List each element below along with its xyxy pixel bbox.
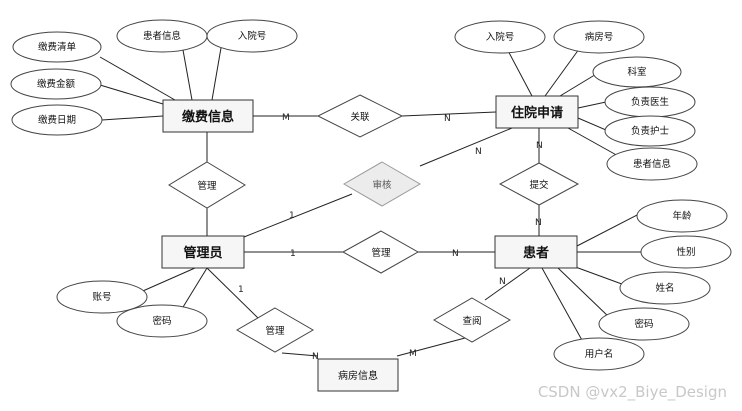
attribute-pay-patient-info-label: 患者信息 [143,30,181,42]
relationship-link-label: 关联 [350,111,370,123]
entity-admission-label: 住院申请 [511,105,563,121]
entities: 缴费信息 住院申请 管理员 患者 病房信息 [161,95,579,392]
cardinality-payment-link: M [282,113,290,123]
relationship-submit: 提交 [498,162,580,206]
patient-attributes: 年龄 性别 姓名 密码 用户名 [553,199,732,371]
attribute-pay-list-label: 缴费清单 [38,41,77,53]
attribute-pay-amount: 缴费金额 [10,68,102,100]
relationships: 关联 管理 审核 提交 管理 管理 查阅 [168,94,580,353]
attribute-pat-age: 年龄 [636,199,728,233]
cardinality-labels: M N N 1 N N 1 N 1 N M N [238,113,543,362]
attribute-pat-gender: 性别 [640,235,732,269]
attribute-admin-account-label: 账号 [92,292,111,303]
attribute-pat-age-label: 年龄 [672,210,692,222]
cardinality-admission-link: N [444,114,451,124]
attribute-pay-admit-no-label: 入院号 [238,30,267,42]
attribute-adm-admit-no: 入院号 [454,20,546,54]
relationship-link: 关联 [316,94,404,138]
attribute-pay-admit-no: 入院号 [206,19,298,53]
cardinality-patient-submit: N [535,218,542,228]
attribute-pat-name-label: 姓名 [655,282,674,294]
attribute-adm-department-label: 科室 [627,66,646,78]
cardinality-ward-query: M [409,349,417,359]
admin-attributes: 账号 密码 [56,280,208,338]
entity-ward-label: 病房信息 [338,369,378,382]
attribute-adm-ward-no-label: 病房号 [585,31,614,43]
relationship-query-label: 查阅 [462,315,481,327]
entity-ward: 病房信息 [317,358,399,392]
attribute-admin-password-label: 密码 [152,315,171,327]
attribute-adm-patient-info: 患者信息 [606,147,698,181]
attribute-admin-password: 密码 [116,304,208,338]
attribute-adm-department: 科室 [592,56,682,88]
cardinality-admin-review: 1 [289,211,295,221]
attribute-adm-nurse: 负责护士 [604,115,696,147]
attribute-adm-doctor-label: 负责医生 [631,96,670,108]
attribute-pay-patient-info: 患者信息 [116,19,208,53]
watermark-text: CSDN @vx2_Biye_Design [538,383,727,402]
attribute-pat-password: 密码 [598,307,690,341]
attribute-pat-username-label: 用户名 [585,348,614,360]
relationship-manage-payment-label: 管理 [197,180,217,192]
attribute-pat-username: 用户名 [553,337,645,371]
attribute-adm-ward-no: 病房号 [553,20,645,54]
attribute-pat-name: 姓名 [619,271,711,305]
attribute-adm-doctor: 负责医生 [604,86,696,118]
cardinality-admission-submit: N [536,141,543,151]
attribute-pat-gender-label: 性别 [676,246,695,258]
entity-admin-label: 管理员 [183,245,222,261]
cardinality-patient-query: N [499,277,506,287]
relationship-review-label: 审核 [372,179,392,191]
entity-payment: 缴费信息 [162,99,254,133]
cardinality-ward-manage: N [312,352,319,362]
relationship-manage-ward-label: 管理 [265,325,285,337]
relationship-submit-label: 提交 [529,179,549,191]
cardinality-patient-manage: N [452,249,459,259]
entity-admin: 管理员 [161,235,245,269]
relationship-manage-patient: 管理 [341,230,420,274]
entity-patient-label: 患者 [523,245,549,261]
relationship-manage-patient-label: 管理 [371,247,391,259]
attribute-pat-password-label: 密码 [634,318,653,330]
attribute-adm-patient-info-label: 患者信息 [633,158,671,170]
relationship-query: 查阅 [433,297,511,343]
attribute-admin-account: 账号 [56,280,148,314]
connectors [99,41,641,357]
attribute-pay-date: 缴费日期 [11,104,103,136]
relationship-review: 审核 [343,161,421,207]
cardinality-admission-review: N [475,147,482,157]
attribute-pay-list: 缴费清单 [12,31,102,63]
entity-patient: 患者 [494,235,578,269]
attribute-adm-nurse-label: 负责护士 [631,125,670,137]
attribute-pay-date-label: 缴费日期 [38,114,76,126]
entity-payment-label: 缴费信息 [182,109,234,125]
admission-attributes: 入院号 病房号 科室 负责医生 负责护士 患者信息 [454,20,698,181]
payment-attributes: 缴费清单 缴费金额 缴费日期 患者信息 入院号 [10,19,298,136]
cardinality-admin-manage-patient: 1 [290,249,296,259]
attribute-adm-admit-no-label: 入院号 [486,31,515,43]
cardinality-admin-manage-ward: 1 [238,285,244,295]
entity-admission: 住院申请 [495,95,579,129]
relationship-manage-payment: 管理 [168,161,246,209]
relationship-manage-ward: 管理 [236,307,314,353]
attribute-pay-amount-label: 缴费金额 [37,78,76,90]
